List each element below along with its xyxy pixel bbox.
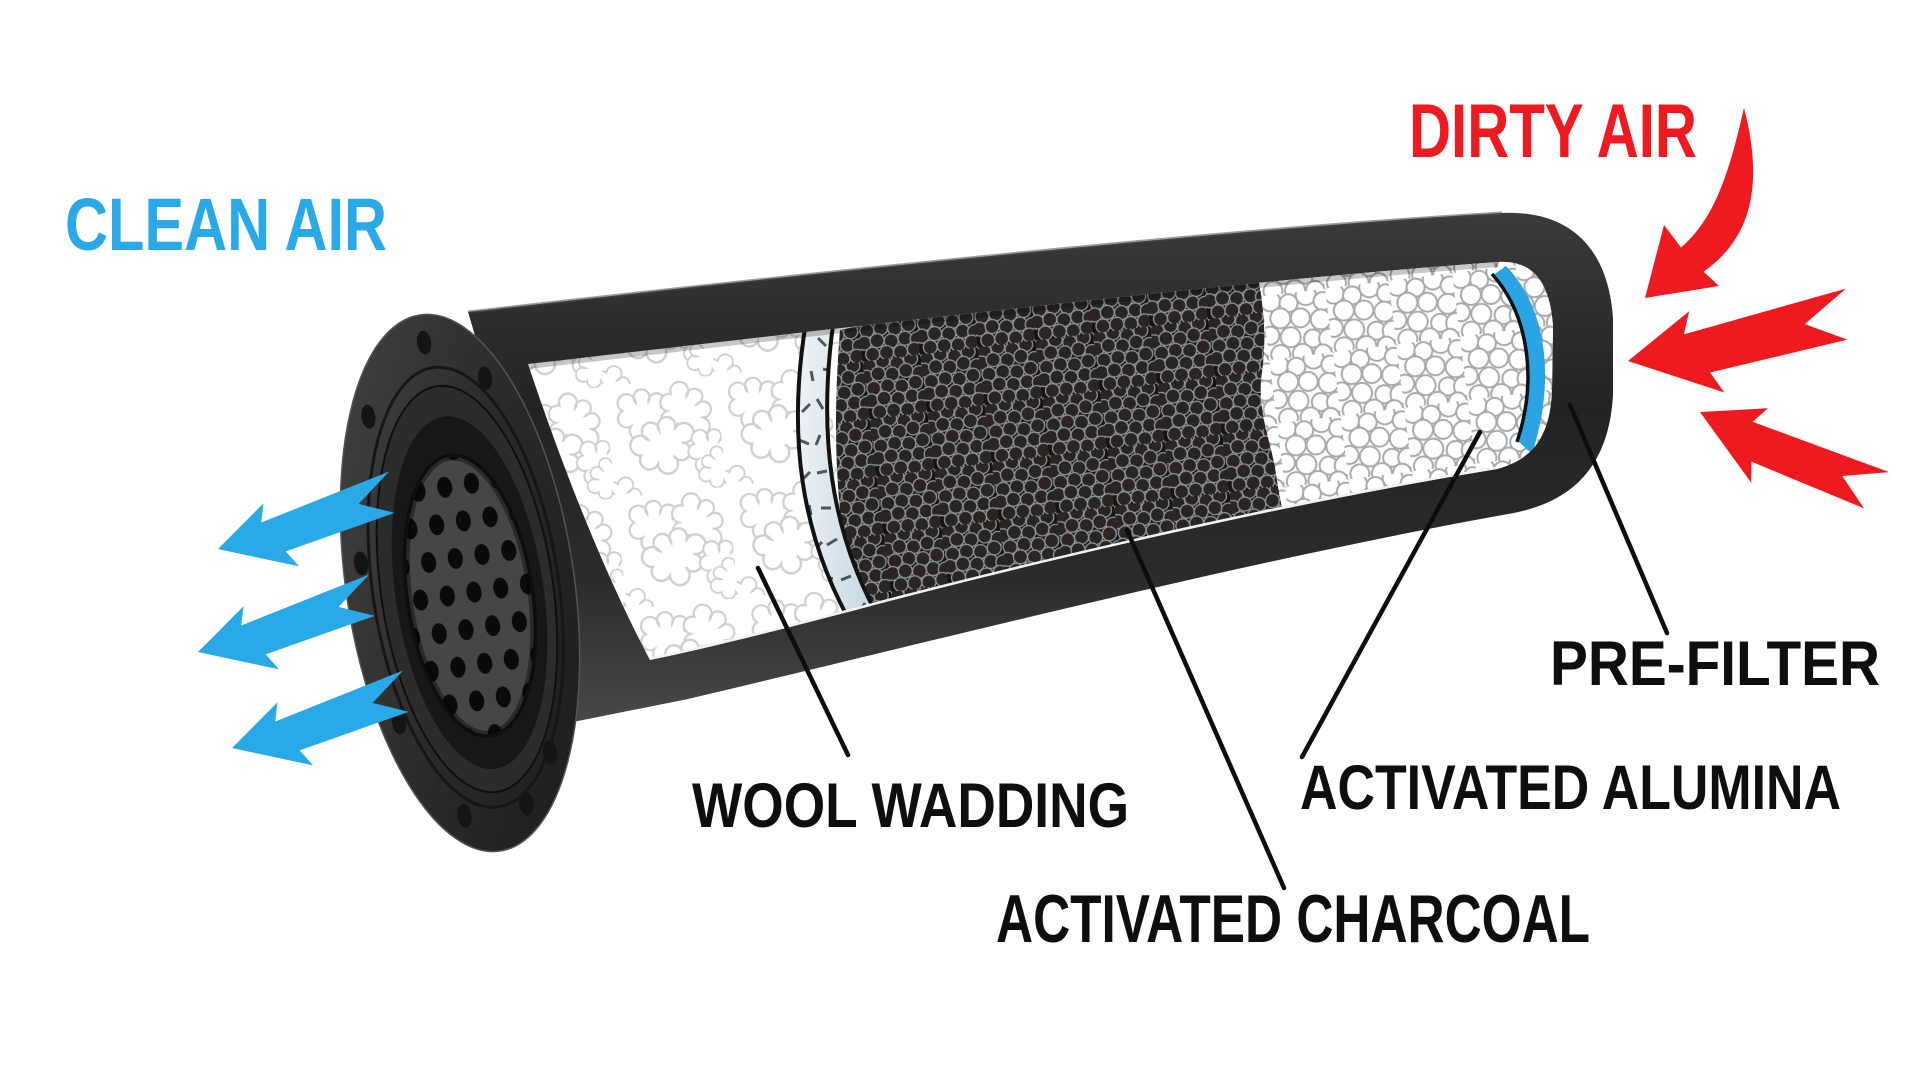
flange-groove <box>366 365 565 809</box>
clean-air-label: CLEAN AIR <box>65 183 387 266</box>
pre-filter-edge <box>1490 272 1530 443</box>
dirty-air-arrow <box>1681 381 1890 537</box>
canister-top-highlight <box>467 211 1503 314</box>
dirty-air-curved-arrow-head <box>1645 225 1719 298</box>
dirty-air-arrows <box>1621 108 1890 537</box>
activated-alumina-label: ACTIVATED ALUMINA <box>1300 753 1841 823</box>
perforated-plate-holes <box>406 456 534 735</box>
activated-charcoal-label: ACTIVATED CHARCOAL <box>996 881 1590 957</box>
plate-inner-shadow <box>402 453 538 738</box>
dirty-air-label: DIRTY AIR <box>1409 89 1697 174</box>
bolt-slot <box>416 330 432 355</box>
separator-edge-right <box>825 317 886 629</box>
bolt-slot <box>391 710 407 735</box>
dirty-air-curved-arrow-tail <box>1678 108 1754 274</box>
leader-wool <box>755 565 851 758</box>
separator-band <box>797 318 884 632</box>
leader-prefilter <box>1567 402 1670 636</box>
dirty-air-arrow <box>1621 286 1860 407</box>
bolt-slot <box>477 366 493 390</box>
bolt-slots <box>353 330 558 828</box>
separator-edge-left <box>795 321 858 634</box>
bolt-slot <box>361 404 376 429</box>
bolt-slot <box>353 551 369 576</box>
pre-filter-band <box>1492 266 1546 454</box>
leader-alumina <box>1299 429 1483 760</box>
bolt-slot <box>519 791 534 816</box>
wool-wadding-label: WOOL WADDING <box>692 771 1129 841</box>
flange <box>339 313 581 853</box>
pre-filter-label: PRE-FILTER <box>1550 629 1880 699</box>
leader-charcoal <box>1124 527 1287 891</box>
bolt-slot <box>457 803 472 828</box>
